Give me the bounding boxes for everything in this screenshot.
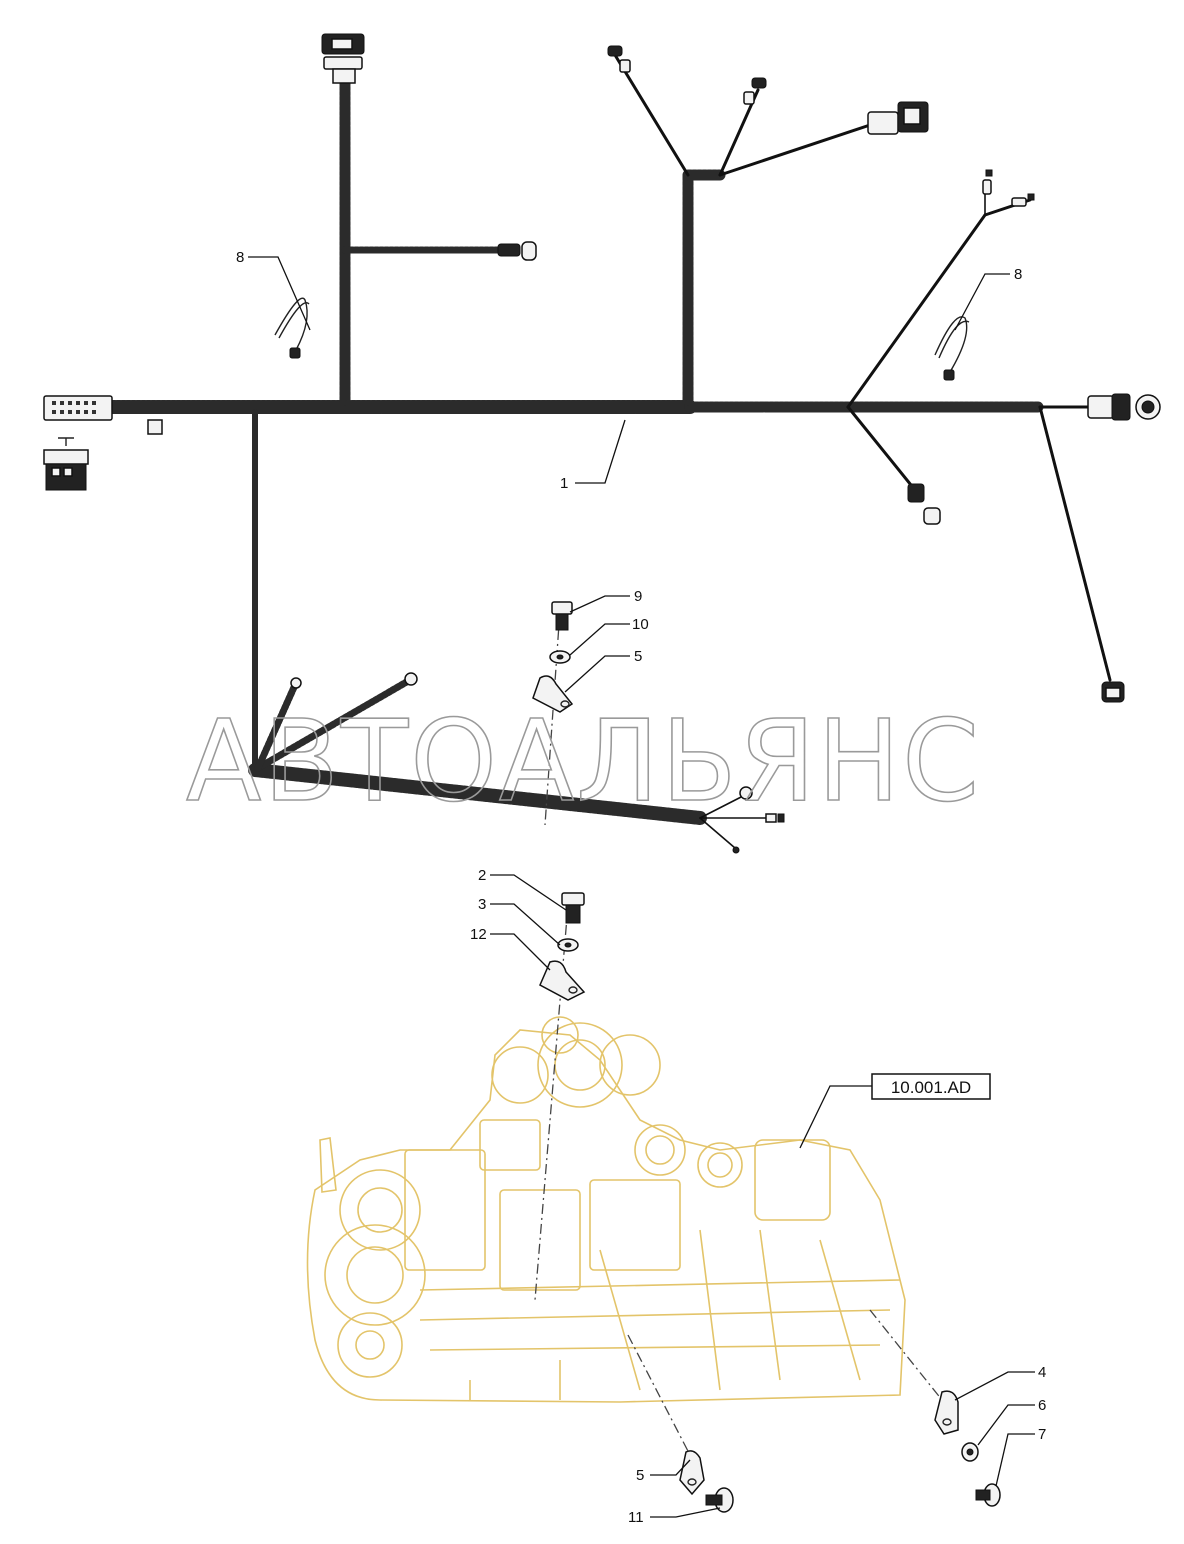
top-right-connector	[867, 101, 929, 135]
fastener-stack-bottom	[627, 1334, 734, 1513]
callout-12: 12	[470, 926, 487, 943]
bolt-9	[551, 601, 573, 631]
callout-5-middle: 5	[634, 648, 642, 665]
clamp-5-middle	[532, 675, 574, 713]
top-small-connector-a	[607, 45, 631, 73]
callout-7: 7	[1038, 1426, 1046, 1443]
pin-terminal	[765, 813, 785, 823]
callout-8-left: 8	[236, 249, 244, 266]
right-terminal-a	[982, 169, 993, 195]
engine-outline	[306, 1016, 906, 1403]
callout-2: 2	[478, 867, 486, 884]
washer-3	[557, 938, 579, 952]
callout-3: 3	[478, 896, 486, 913]
washer-10	[549, 650, 571, 664]
watermark-text: АВТОАЛЬЯНС	[186, 697, 981, 827]
right-end-connector	[1087, 393, 1161, 421]
bottom-right-connector	[1101, 681, 1125, 703]
clamp-4	[934, 1390, 959, 1435]
cable-tie-left	[274, 297, 310, 359]
callout-5-bottom: 5	[636, 1467, 644, 1484]
right-lower-connector	[907, 483, 941, 525]
main-harness	[105, 74, 1046, 825]
ring-terminal-c	[739, 786, 753, 800]
ring-terminal-b	[404, 672, 418, 686]
top-small-connector-b	[743, 77, 767, 105]
bolt-2	[561, 892, 585, 924]
bolt-7	[975, 1483, 1001, 1507]
main-connector	[43, 395, 163, 435]
cable-tie-right	[934, 316, 970, 381]
clamp-5-bottom	[679, 1450, 705, 1496]
ring-terminal-a	[290, 677, 302, 689]
callouts: 1 2 3 4 5 5 6 7 8 8 9 10 11 12	[236, 249, 1046, 1526]
top-connector	[321, 33, 365, 84]
callout-10: 10	[632, 616, 649, 633]
callout-11: 11	[628, 1509, 644, 1526]
side-connector-left	[497, 241, 537, 261]
fastener-stack-right	[869, 1309, 1001, 1507]
callout-4: 4	[1038, 1364, 1046, 1381]
washer-6	[961, 1442, 979, 1462]
fastener-stack-upper	[534, 892, 586, 1301]
reference-box[interactable]: 10.001.AD	[871, 1073, 991, 1100]
bolt-11	[705, 1487, 734, 1513]
end-terminal	[732, 846, 740, 854]
connectors	[43, 33, 1161, 854]
callout-1: 1	[560, 475, 568, 492]
clamp-12	[539, 960, 586, 1001]
leader-lines	[248, 256, 1035, 1518]
harness-wires	[613, 53, 1112, 849]
fastener-stack-middle	[532, 601, 574, 826]
right-terminal-b	[1011, 193, 1035, 207]
mating-connector	[43, 437, 89, 491]
callout-8-right: 8	[1014, 266, 1022, 283]
reference-label: 10.001.AD	[891, 1078, 971, 1097]
callout-9: 9	[634, 588, 642, 605]
callout-6: 6	[1038, 1397, 1046, 1414]
